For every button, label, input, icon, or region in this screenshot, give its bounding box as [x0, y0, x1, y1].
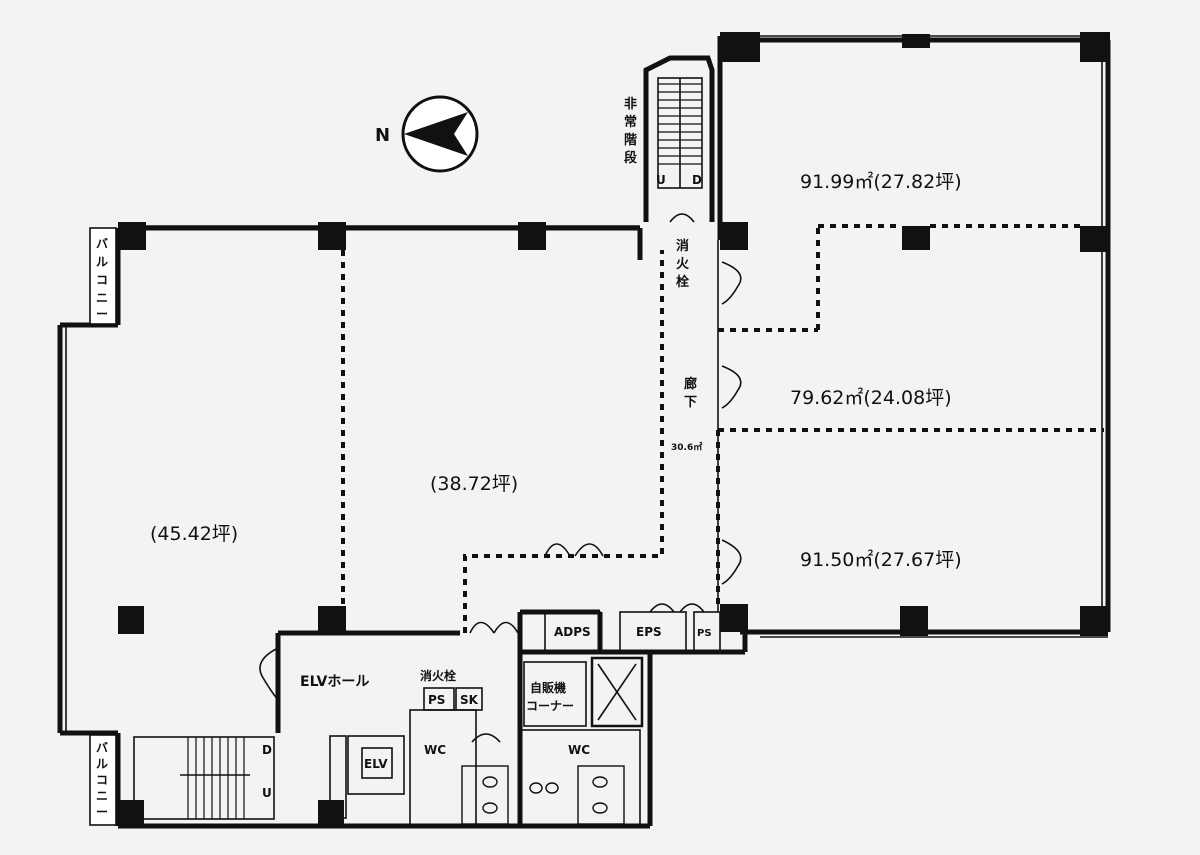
stair-up-label: U	[656, 173, 666, 187]
east-middle-area-label: 79.62㎡(24.08坪)	[790, 386, 952, 409]
emergency-stair-treads: U D	[656, 77, 703, 223]
ps-label: PS	[428, 693, 445, 707]
stair-down-label: D	[692, 173, 702, 187]
svg-text:コ: コ	[96, 773, 108, 787]
north-compass: N	[375, 95, 479, 173]
corridor-area-label: 30.6㎡	[671, 441, 702, 453]
sk-label: SK	[460, 693, 479, 707]
balcony-bottom-label: バ ル コ ニ ー	[96, 741, 108, 819]
svg-text:廊: 廊	[684, 376, 697, 392]
hydrant-label: 消火栓	[420, 668, 456, 683]
west-stair-down-label: D	[262, 743, 272, 757]
svg-text:常: 常	[624, 114, 637, 130]
svg-text:火: 火	[676, 257, 690, 272]
svg-text:栓: 栓	[676, 274, 689, 290]
structural-columns	[118, 32, 1110, 828]
svg-text:バ: バ	[96, 741, 108, 755]
svg-text:バ: バ	[96, 237, 108, 251]
balconies	[89, 227, 117, 826]
svg-text:コ: コ	[96, 273, 108, 287]
elv-hall-label: ELVホール	[300, 674, 369, 690]
elv-label: ELV	[364, 757, 388, 771]
adps-label: ADPS	[554, 625, 591, 639]
hydrant-vertical-label: 消 火 栓	[676, 238, 690, 290]
tenant-partitions	[341, 224, 1104, 635]
west-area-label: (45.42坪)	[150, 523, 238, 545]
compass-north-label: N	[375, 125, 390, 146]
svg-text:ル: ル	[96, 757, 108, 771]
southeast-area-label: 91.50㎡(27.67坪)	[800, 548, 962, 571]
svg-text:ー: ー	[96, 805, 108, 819]
vending-label-line1: 自販機	[530, 680, 566, 695]
west-stair-up-label: U	[262, 786, 272, 800]
west-stair-treads: D U	[133, 736, 275, 820]
emergency-stairs-label: 非 常 階 段	[624, 96, 637, 166]
svg-text:階: 階	[624, 132, 637, 148]
northeast-area-label: 91.99㎡(27.82坪)	[800, 170, 962, 193]
balcony-top-label: バ ル コ ニ ー	[96, 237, 108, 321]
svg-text:ー: ー	[96, 307, 108, 321]
svg-text:ル: ル	[96, 255, 108, 269]
svg-text:消: 消	[676, 238, 689, 254]
center-area-label: (38.72坪)	[430, 473, 518, 495]
ps-east-label: PS	[697, 628, 712, 639]
svg-text:非: 非	[624, 96, 637, 112]
wc-east-label: WC	[568, 743, 590, 757]
svg-text:ニ: ニ	[96, 789, 108, 803]
svg-text:段: 段	[624, 150, 637, 166]
doors	[259, 261, 742, 701]
svg-text:下: 下	[684, 395, 697, 410]
vending-label-line2: コーナー	[526, 699, 574, 713]
svg-text:ニ: ニ	[96, 291, 108, 305]
core-rooms	[329, 611, 721, 827]
wc-west-label: WC	[424, 743, 446, 757]
eps-label: EPS	[636, 625, 662, 639]
corridor-label: 廊 下	[684, 376, 697, 410]
